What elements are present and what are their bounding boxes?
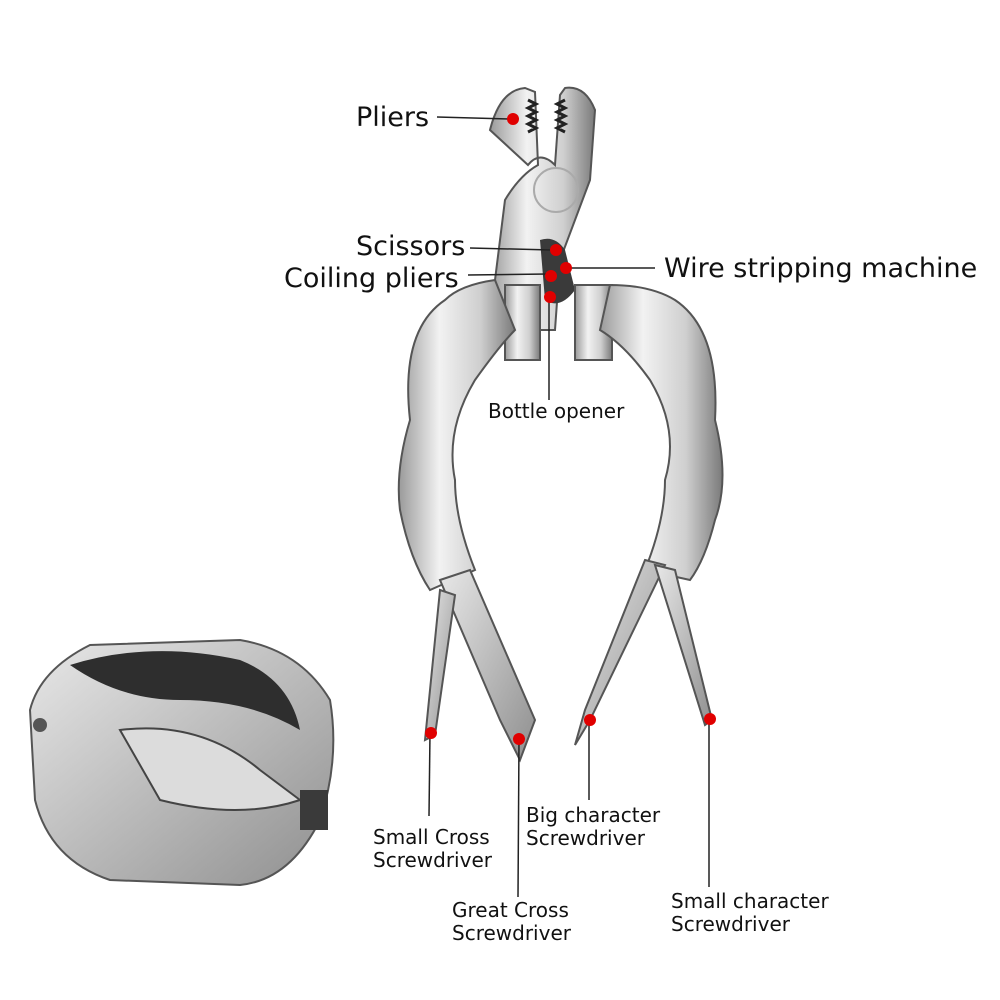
great-cross-marker	[513, 733, 525, 745]
big-character-marker	[584, 714, 596, 726]
marker-dots	[425, 113, 716, 745]
label-small-cross: Small Cross Screwdriver	[373, 825, 492, 872]
small-character-marker	[704, 713, 716, 725]
coiling-pliers-marker	[545, 270, 557, 282]
right-handle-graphic	[574, 283, 724, 746]
label-scissors: Scissors	[356, 231, 466, 262]
folded-tool-graphic	[28, 638, 335, 887]
bottle-opener-marker	[544, 291, 556, 303]
label-wire-stripping: Wire stripping machine	[664, 253, 978, 284]
pliers-marker	[507, 113, 519, 125]
label-bottle-opener: Bottle opener	[488, 399, 625, 423]
label-big-character: Big character Screwdriver	[526, 803, 661, 850]
leader-lines	[428, 116, 710, 898]
label-great-cross: Great Cross Screwdriver	[452, 898, 571, 945]
scissors-marker	[550, 244, 562, 256]
label-coiling-pliers: Coiling pliers	[284, 263, 459, 294]
label-small-character: Small character Screwdriver	[671, 889, 829, 936]
label-pliers: Pliers	[356, 102, 430, 133]
small-cross-marker	[425, 727, 437, 739]
left-handle-graphic	[397, 278, 537, 763]
plier-head-graphic	[488, 86, 613, 361]
wire-stripping-marker	[560, 262, 572, 274]
